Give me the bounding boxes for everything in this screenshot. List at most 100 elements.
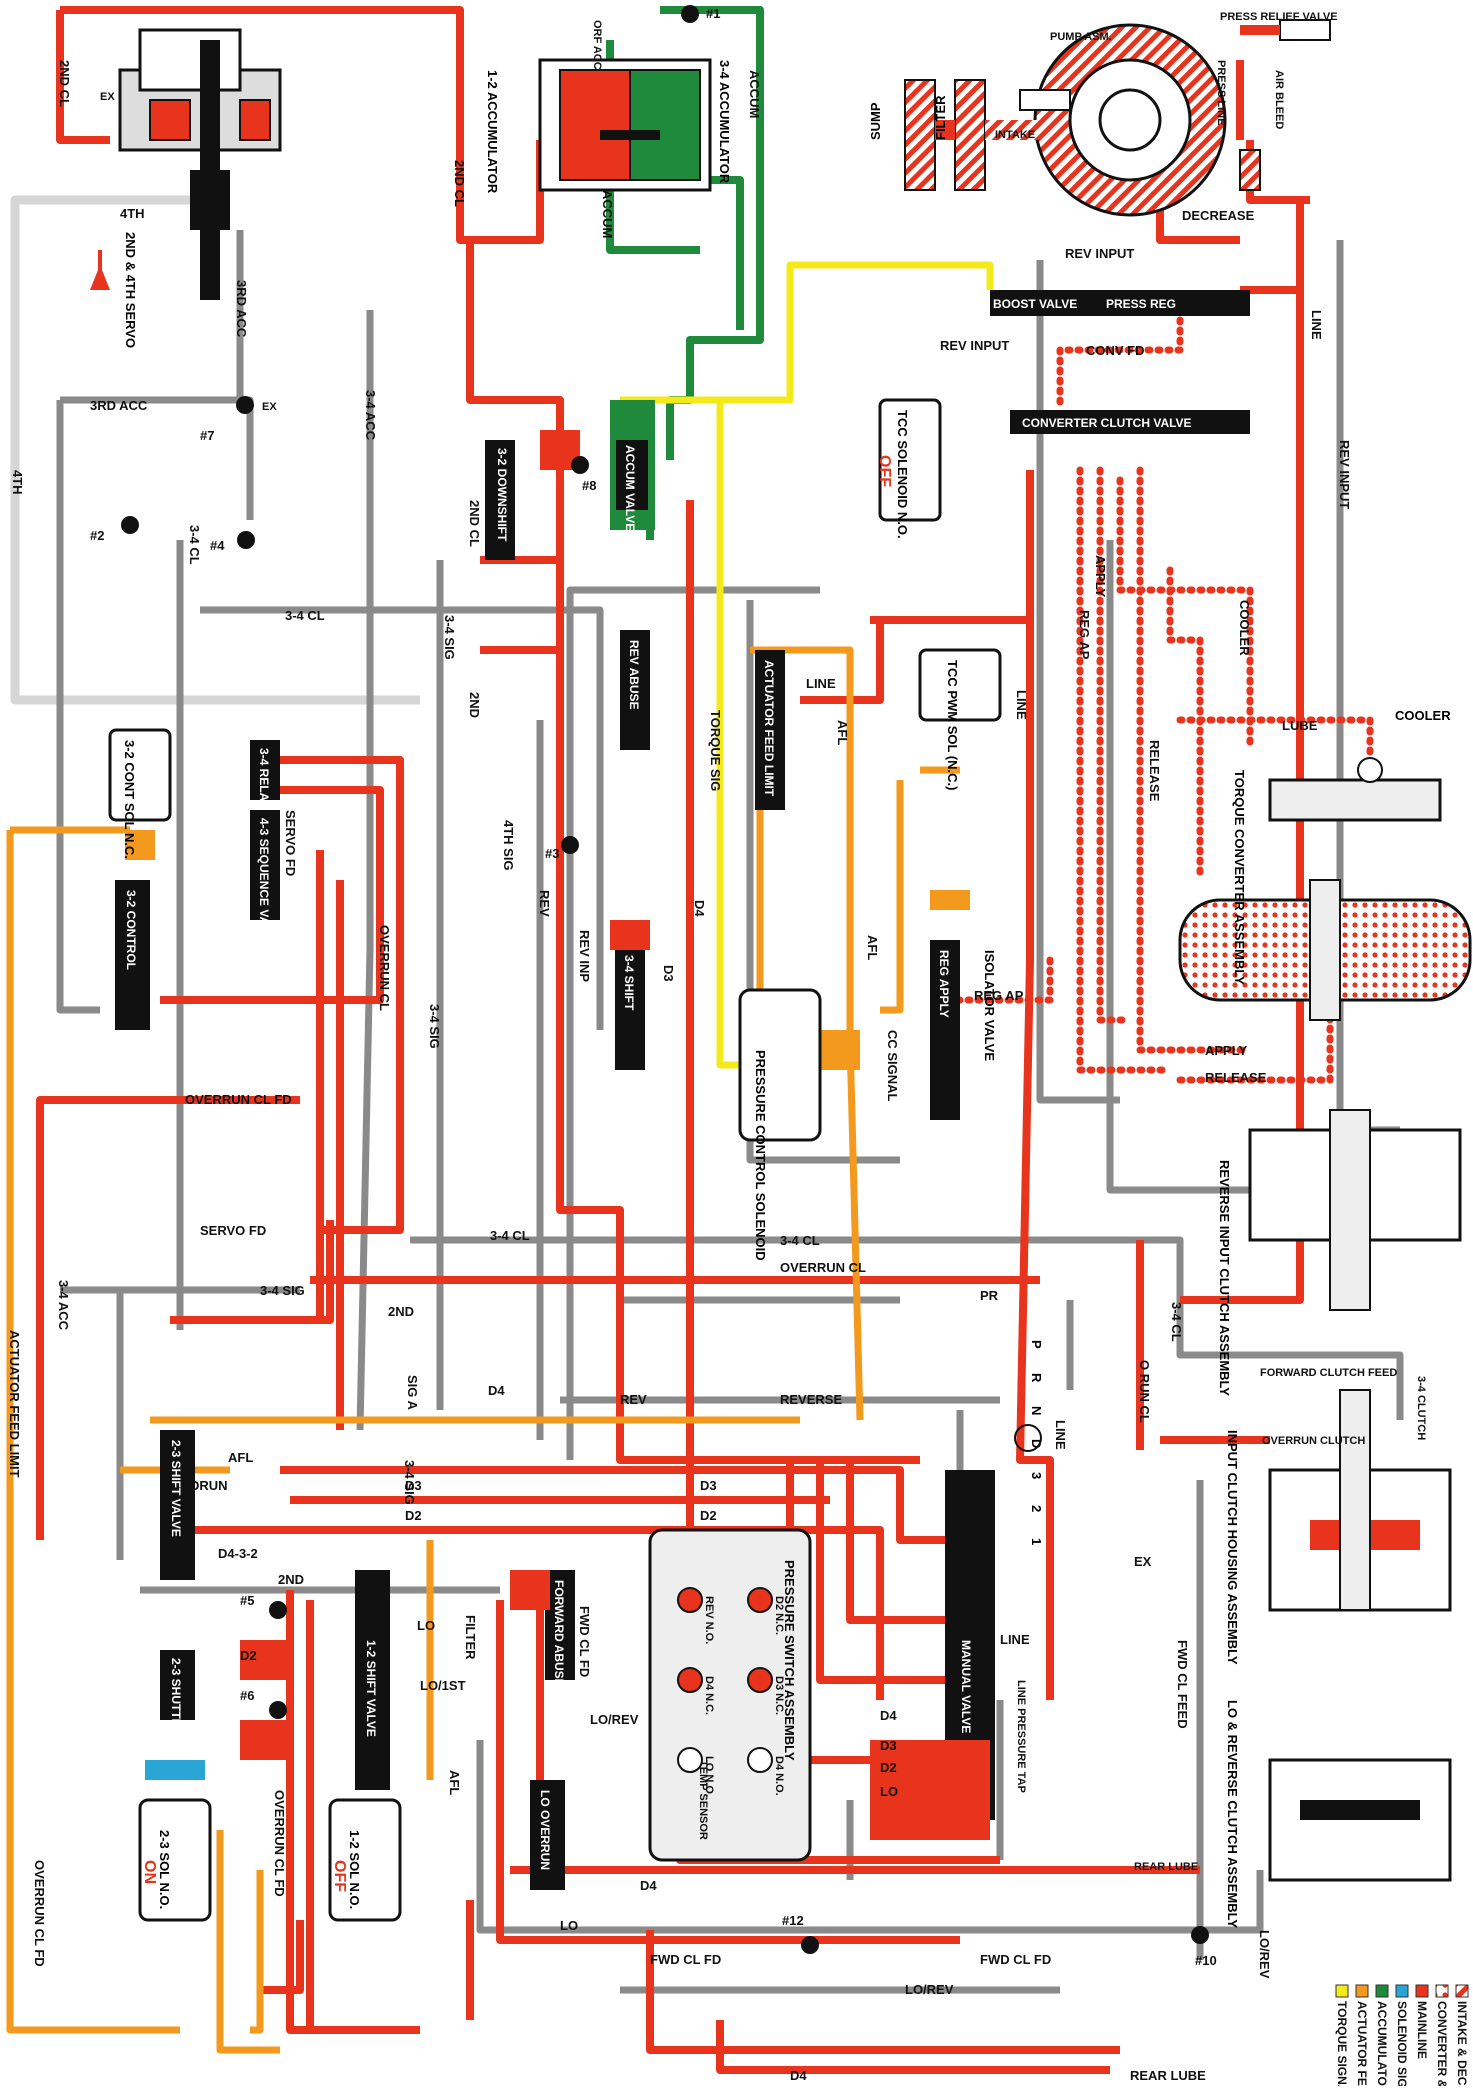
passage-labels: 2ND CL EX 4TH 3RD ACC 3RD ACC EX 2ND CL … <box>7 20 1427 2083</box>
sol23-state: ON <box>141 1860 158 1884</box>
pss-port-label: LO N.O. <box>703 1756 715 1797</box>
line-tap-label: LINE PRESSURE TAP <box>1015 1680 1027 1793</box>
lbl-line-right: LINE <box>1309 310 1324 340</box>
legend-label-mainline: MAINLINE <box>1415 2001 1429 2059</box>
gear-R: R <box>1029 1373 1044 1383</box>
lbl-accum-a: ACCUM <box>747 70 762 118</box>
tca-title: TORQUE CONVERTER ASSEMBLY <box>1232 770 1247 985</box>
lbl-fwd-cl-fd-b: FWD CL FD <box>650 1952 721 1967</box>
lbl-decrease: DECREASE <box>1182 208 1255 223</box>
lbl-lo-a: LO <box>417 1618 435 1633</box>
pcs-title: PRESSURE CONTROL SOLENOID <box>753 1050 768 1261</box>
filter-label: FILTER <box>933 95 948 140</box>
lbl-line-d: LINE <box>1000 1632 1030 1647</box>
actuator-feed-label: ACTUATOR FEED LIMIT <box>762 660 776 797</box>
press-reg-label: PRESS REG <box>1106 297 1176 311</box>
lbl-afl-c: AFL <box>228 1450 253 1465</box>
cont32-title: 3-2 CONT SOL N.C. <box>122 740 137 859</box>
lbl-3-4-acc: 3-4 ACC <box>363 390 378 441</box>
lbl-3-4-acc-b: 3-4 ACC <box>56 1280 71 1331</box>
reverse-input-clutch <box>1248 1109 1462 1311</box>
lbl-3-4-sig-d: 3-4 SIG <box>402 1460 417 1505</box>
checkball-5: #5 <box>240 1593 287 1619</box>
lbl-cc-signal: CC SIGNAL <box>885 1030 900 1102</box>
lbl-cooler-line: COOLER <box>1237 600 1252 656</box>
gear-1: 1 <box>1029 1538 1044 1545</box>
lbl-reg-ap: REG AP <box>1077 610 1092 660</box>
pss-title: PRESSURE SWITCH ASSEMBLY <box>782 1560 797 1761</box>
lbl-3-4-cl-a: 3-4 CL <box>187 525 202 565</box>
lbl-afl-d: AFL <box>447 1770 462 1795</box>
press-relief-valve <box>1240 19 1331 41</box>
accum-valve-label: ACCUM VALVE <box>623 445 637 531</box>
checkball-3: #3 <box>545 836 579 861</box>
lbl-line-c: LINE <box>1053 1420 1068 1450</box>
svg-text:#4: #4 <box>210 538 225 553</box>
pump-label: PUMP ASM. <box>1050 31 1112 43</box>
svg-text:#6: #6 <box>240 1688 254 1703</box>
lbl-release-a: RELEASE <box>1147 740 1162 802</box>
servo-title: 2ND & 4TH SERVO <box>123 232 138 348</box>
lbl-d4-a: D4 <box>692 900 707 917</box>
down-arrow-icon <box>90 265 110 290</box>
filter-sump <box>904 79 1045 191</box>
lbl-d2-c: D2 <box>240 1648 257 1663</box>
lbl-rear-lube: REAR LUBE <box>1134 1861 1198 1873</box>
sol12-state: OFF <box>331 1860 348 1892</box>
svg-text:#3: #3 <box>545 846 559 861</box>
fwdabuse-label: FORWARD ABUSE <box>552 1580 566 1687</box>
checkball-6: #6 <box>240 1688 287 1719</box>
lbl-lo-rev-b: LO/REV <box>905 1982 954 1997</box>
lbl-lube: LUBE <box>1282 718 1318 733</box>
checkballs: #1 #2 #3 #4 #5 #6 #7 #8 #10 #12 <box>90 5 1217 1968</box>
lbl-lo-1st: LO/1ST <box>420 1678 466 1693</box>
svg-text:#5: #5 <box>240 1593 254 1608</box>
lbl-drun: DRUN <box>190 1478 228 1493</box>
shift34-label: 3-4 SHIFT <box>622 955 636 1011</box>
lbl-rev: REV <box>537 890 552 917</box>
legend-swatch-mainline <box>1415 1984 1429 1998</box>
lbl-sig-a: SIG A <box>405 1375 420 1411</box>
checkball-4: #4 <box>210 531 255 553</box>
lbl-overrun-cl-b: OVERRUN CL <box>780 1260 866 1275</box>
lbl-3-4-sig-b: 3-4 SIG <box>427 1004 442 1049</box>
lbl-2nd-a: 2ND <box>467 692 482 718</box>
sump-label: SUMP <box>868 102 883 140</box>
lbl-3-4-sig-a: 3-4 SIG <box>442 615 457 660</box>
svg-text:#10: #10 <box>1195 1953 1217 1968</box>
lbl-line-b: LINE <box>806 676 836 691</box>
gear-N: N <box>1029 1406 1044 1415</box>
pss-port-label: D4 N.O. <box>773 1756 785 1796</box>
legend-swatch-accumulator <box>1375 1984 1389 1998</box>
lbl-line-a: LINE <box>1014 690 1029 720</box>
lbl-release-b: RELEASE <box>1205 1070 1267 1085</box>
lbl-air-bleed: AIR BLEED <box>1273 70 1285 129</box>
gear-selected-ring <box>1014 1424 1042 1452</box>
svg-text:#8: #8 <box>582 478 596 493</box>
lbl-d3-b: D3 <box>405 1478 422 1493</box>
lbl-3-4-cl-h: 3-4 CL <box>285 608 325 623</box>
isolator-title: ISOLATOR VALVE <box>982 950 997 1061</box>
lbl-lo-b: LO <box>560 1918 578 1933</box>
pump-filter-element <box>1239 149 1261 191</box>
lbl-pr-a: PR <box>980 1288 999 1303</box>
legend-label-solenoid: SOLENOID SIG. <box>1395 2001 1409 2086</box>
lrca-title: LO & REVERSE CLUTCH ASSEMBLY <box>1225 1700 1240 1928</box>
sol23-title: 2-3 SOL N.O. <box>157 1830 172 1909</box>
legend-label-actuator: ACTUATOR FEED <box>1355 2001 1369 2086</box>
input-clutch-housing <box>1268 1389 1452 1612</box>
shift23-label: 2-3 SHIFT VALVE <box>169 1440 183 1537</box>
lbl-ex-b: EX <box>1134 1554 1152 1569</box>
gear-D: D <box>1029 1439 1044 1448</box>
boost-valve-label: BOOST VALVE <box>993 297 1077 311</box>
tccsol-title: TCC SOLENOID N.O. <box>895 410 910 539</box>
svg-text:#12: #12 <box>782 1913 804 1928</box>
lbl-3rd-acc-h: 3RD ACC <box>90 398 148 413</box>
lbl-overrun-cl-fd-b: OVERRUN CL FD <box>272 1790 287 1897</box>
shuttle23-label: 2-3 SHUTTLE <box>169 1658 183 1734</box>
lbl-o-run-cl: O RUN CL <box>1137 1360 1152 1423</box>
lbl-d3-a: D3 <box>661 965 676 982</box>
